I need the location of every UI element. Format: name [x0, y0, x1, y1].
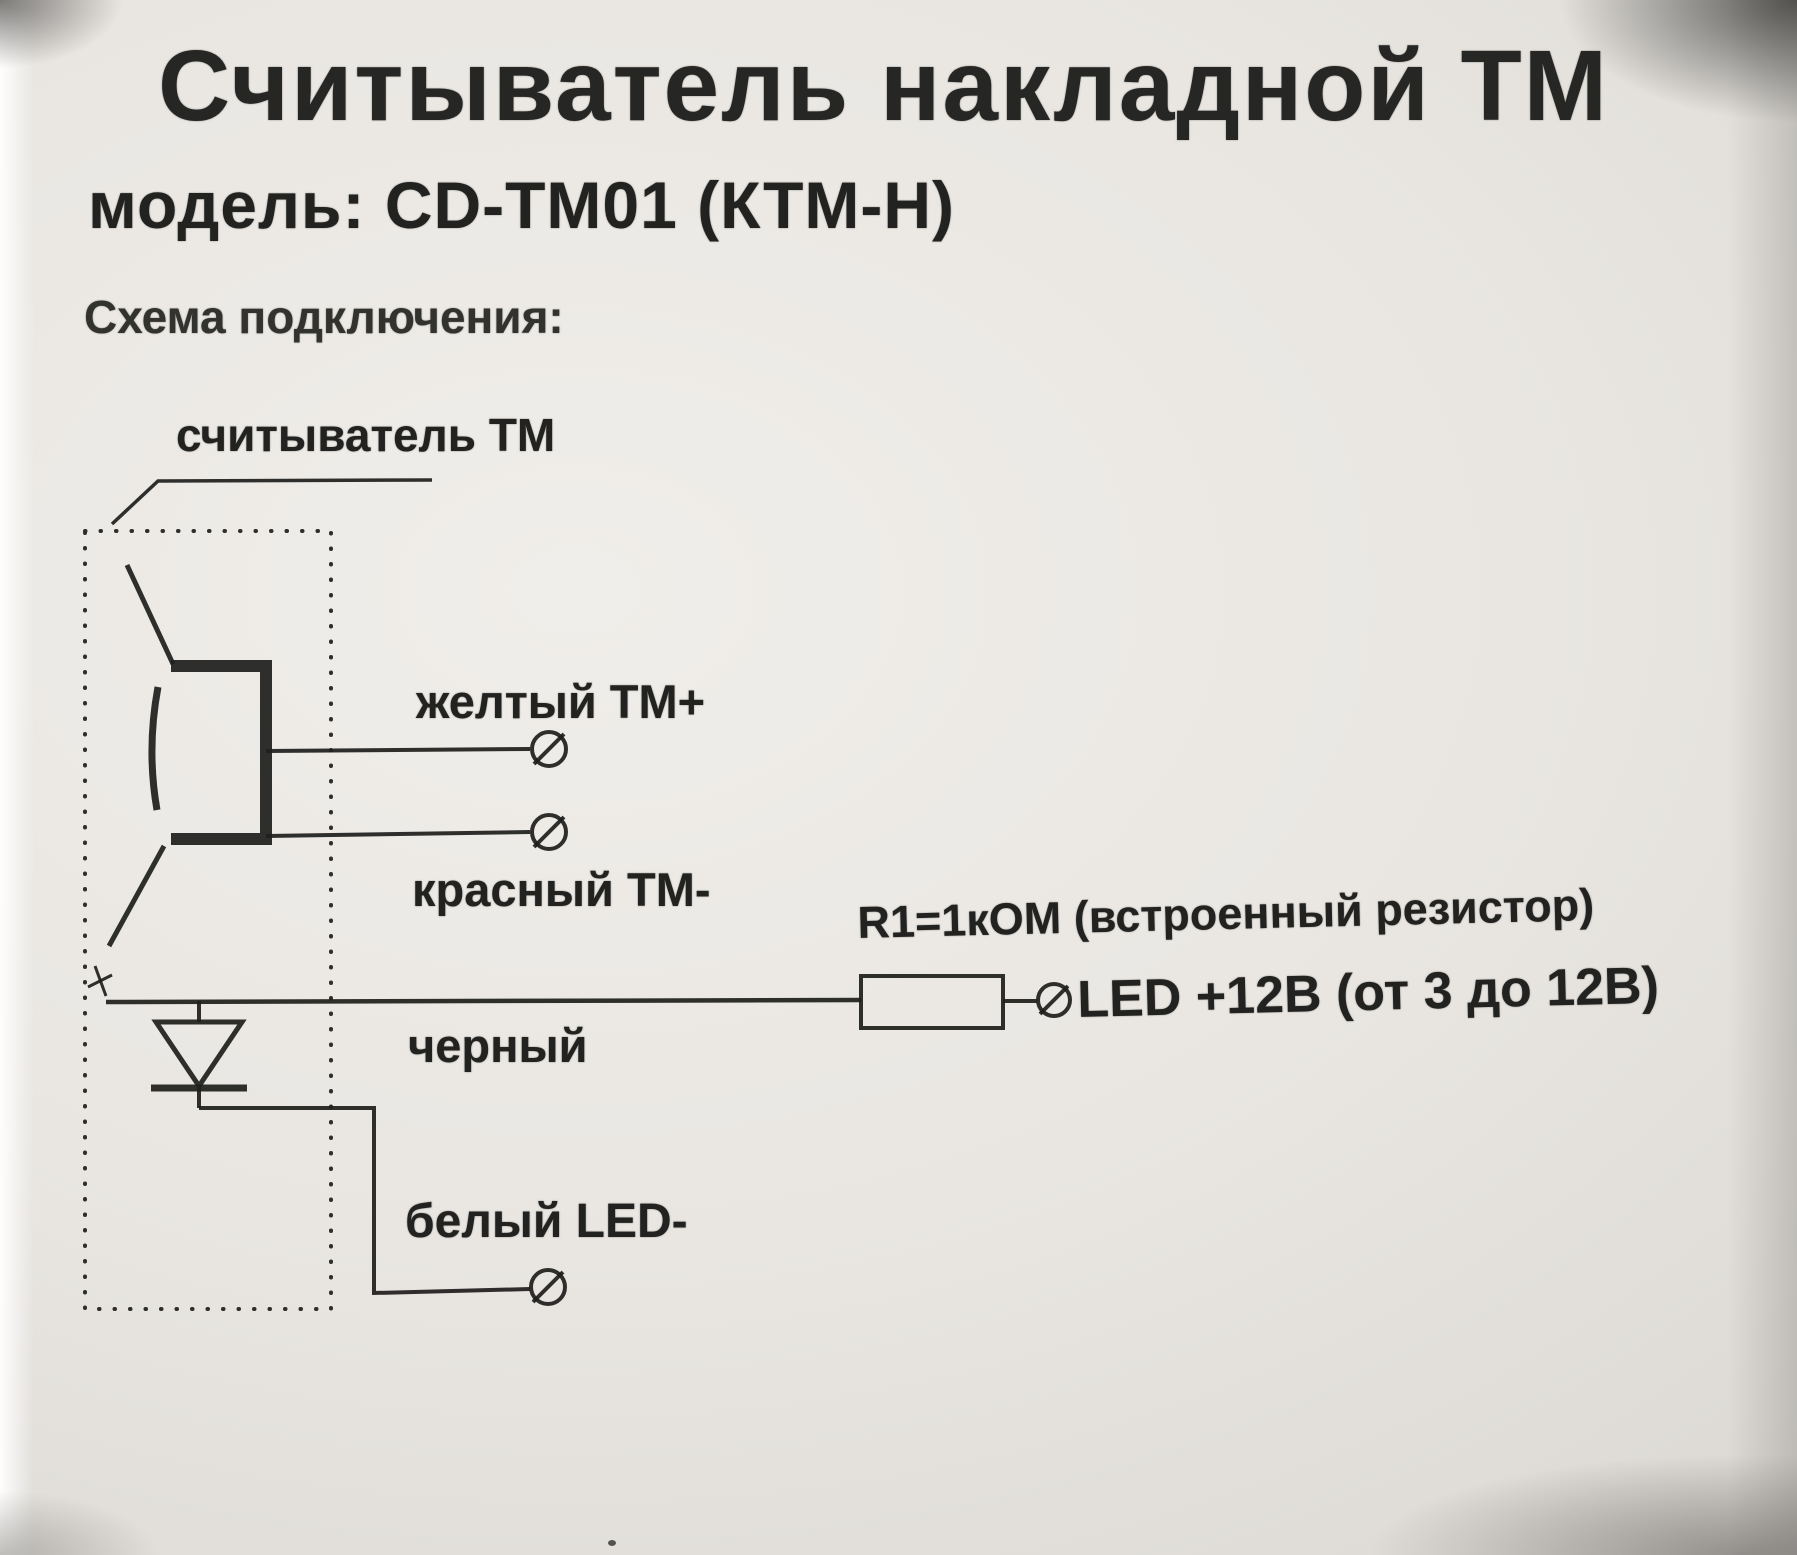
screw-terminal-icon [1036, 982, 1072, 1018]
resistor-symbol [859, 974, 1037, 1030]
terminal-slash [1038, 984, 1070, 1016]
wire-red [265, 830, 531, 838]
terminal-slash [531, 1270, 565, 1304]
wire-black [105, 997, 862, 1005]
wire-yellow [265, 747, 531, 753]
tm-contact-cup [171, 660, 272, 845]
wire-white [199, 1106, 531, 1296]
ink-smudge-mark [87, 965, 113, 997]
reader-leader-line [110, 478, 433, 526]
resistor-body [859, 974, 1005, 1030]
tm-contact-left-edge [148, 686, 162, 811]
screw-terminal-icon [530, 813, 568, 851]
tm-contact-upper-edge [124, 563, 176, 666]
tm-contact-symbol [106, 563, 272, 948]
dust-speck [608, 1540, 616, 1546]
diode-triangle [151, 1019, 247, 1091]
screw-terminal-icon [529, 1268, 567, 1306]
led-diode-symbol [151, 1001, 247, 1108]
tm-contact-lower-edge [106, 844, 167, 948]
terminal-slash [532, 815, 566, 849]
terminal-slash [532, 732, 566, 766]
screw-terminal-icon [530, 730, 568, 768]
